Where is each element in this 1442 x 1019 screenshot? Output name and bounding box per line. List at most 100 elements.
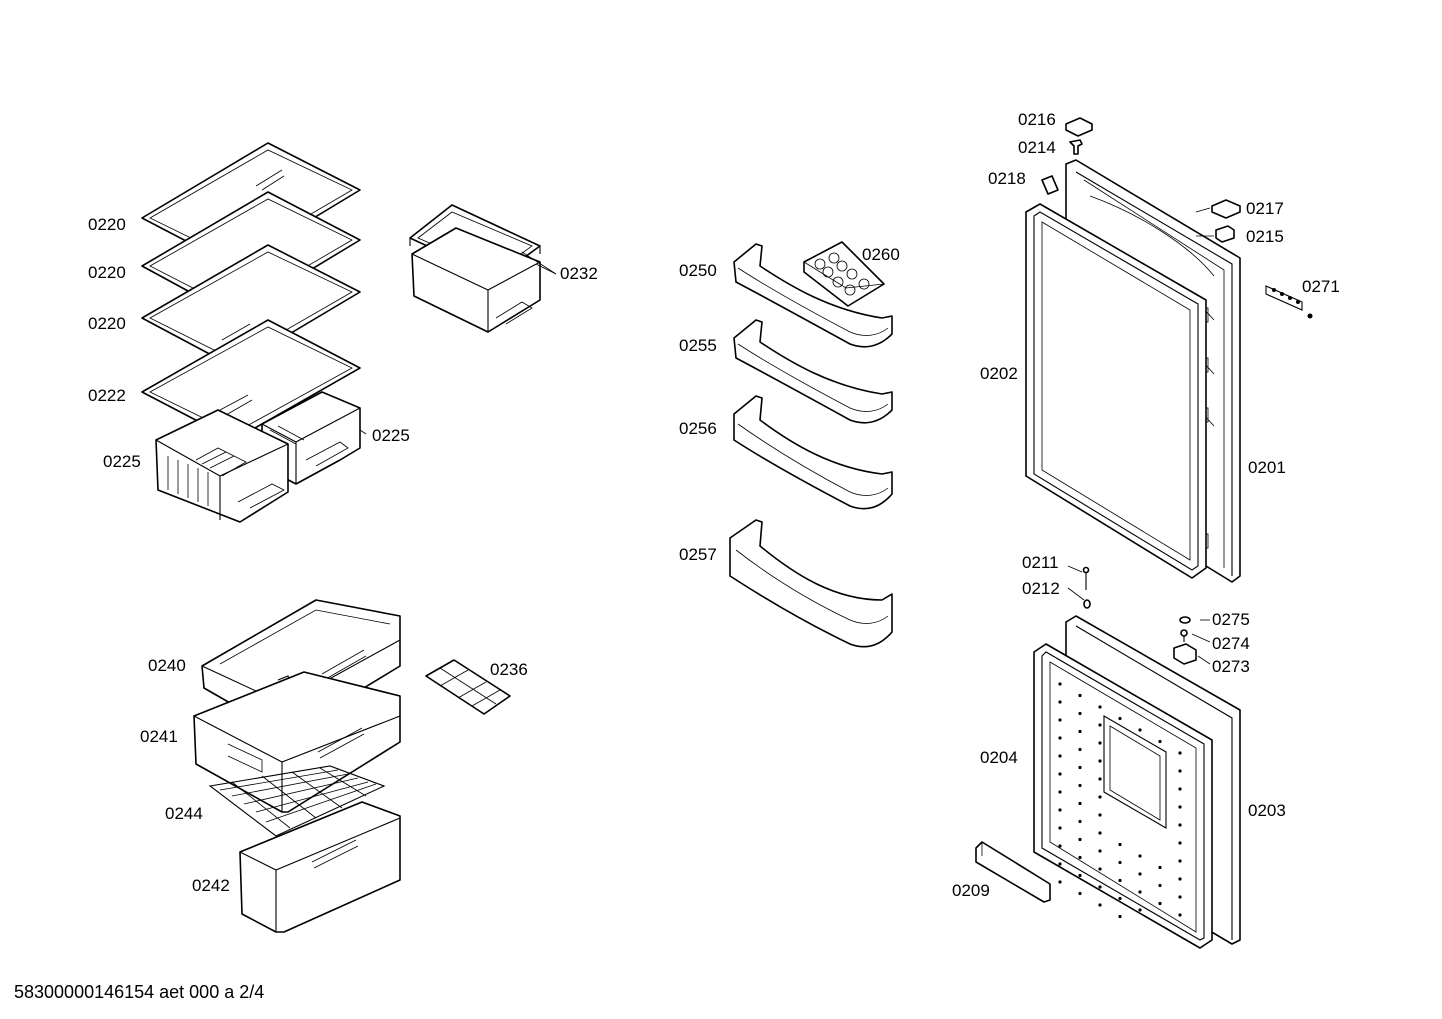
liner-dot — [1158, 883, 1162, 888]
part-label-0203: 0203 — [1248, 801, 1286, 820]
liner-dot — [1078, 891, 1082, 896]
door-rack-0255 — [733, 319, 893, 424]
part-label-0244: 0244 — [165, 804, 203, 823]
liner-dot — [1058, 700, 1062, 704]
liner-dot — [1178, 877, 1182, 881]
liner-dot — [1058, 826, 1062, 830]
liner-dot — [1118, 914, 1122, 919]
freezer-drawer-0241 — [193, 671, 401, 813]
liner-dot — [1098, 867, 1102, 871]
liner-dot — [1138, 908, 1142, 912]
storage-box-0232 — [409, 204, 541, 333]
liner-dot — [1078, 819, 1082, 824]
liner-dot — [1078, 693, 1082, 698]
wire-shelf-0244 — [208, 765, 386, 837]
liner-dot — [1178, 787, 1182, 791]
liner-dot — [1058, 754, 1062, 758]
liner-dot — [1098, 777, 1102, 781]
badge-0271 — [1265, 285, 1313, 319]
liner-dot — [1138, 890, 1142, 894]
liner-dot — [1078, 747, 1082, 752]
liner-dot — [1178, 751, 1182, 755]
freezer-gasket-0204 — [1033, 643, 1213, 949]
liner-dot — [1058, 790, 1062, 794]
liner-dot — [1178, 841, 1182, 845]
part-label-0218: 0218 — [988, 169, 1026, 188]
liner-dot — [1118, 896, 1122, 901]
part-label-0274: 0274 — [1212, 634, 1250, 653]
liner-dot — [1098, 723, 1102, 727]
hinge-cover-0216 — [1065, 117, 1093, 137]
liner-dot — [1098, 795, 1102, 799]
liner-dot — [1178, 805, 1182, 809]
liner-dot — [1118, 878, 1122, 883]
liner-dot — [1178, 823, 1182, 827]
plinth-0209 — [975, 841, 1051, 903]
document-footer-id: 58300000146154 aet 000 a 2/4 — [14, 982, 265, 1002]
washer-0275 — [1179, 616, 1191, 624]
part-label-0204: 0204 — [980, 748, 1018, 767]
hinge-cover-0217 — [1211, 199, 1241, 219]
liner-dot — [1058, 718, 1062, 722]
cover-0218 — [1041, 175, 1059, 195]
part-label-0220b: 0220 — [88, 263, 126, 282]
liner-dot — [1098, 705, 1102, 709]
part-label-0271: 0271 — [1302, 277, 1340, 296]
liner-dot — [1158, 901, 1162, 906]
part-label-0222: 0222 — [88, 386, 126, 405]
liner-dot — [1078, 765, 1082, 770]
liner-dot — [1178, 859, 1182, 863]
liner-dot — [1138, 872, 1142, 876]
part-label-0211: 0211 — [1022, 553, 1059, 572]
screw-0274 — [1180, 629, 1188, 642]
liner-dot — [1098, 885, 1102, 889]
liner-dot — [1138, 854, 1142, 858]
bush-0212 — [1083, 599, 1091, 609]
hinge-0273 — [1173, 643, 1197, 665]
liner-dot — [1098, 813, 1102, 817]
part-label-0241: 0241 — [140, 727, 178, 746]
part-label-0236: 0236 — [490, 660, 528, 679]
part-label-0225b: 0225 — [372, 426, 410, 445]
part-label-0214: 0214 — [1018, 138, 1056, 157]
egg-tray-0260 — [803, 241, 885, 307]
part-label-0255: 0255 — [679, 336, 717, 355]
part-label-0202: 0202 — [980, 364, 1018, 383]
part-label-0232: 0232 — [560, 264, 598, 283]
part-label-0275: 0275 — [1212, 610, 1250, 629]
door-rack-0250 — [733, 243, 893, 348]
liner-dot — [1098, 831, 1102, 835]
evaporator-dot-pattern — [1058, 682, 1182, 919]
part-label-0212: 0212 — [1022, 579, 1060, 598]
hinge-pin-0214 — [1069, 139, 1083, 155]
liner-dot — [1058, 844, 1062, 848]
part-label-0240: 0240 — [148, 656, 186, 675]
liner-dot — [1098, 741, 1102, 745]
freezer-drawer-0242 — [239, 801, 401, 933]
liner-dot — [1058, 682, 1062, 686]
part-label-0225a: 0225 — [103, 452, 141, 471]
ice-tray-0236 — [425, 659, 511, 715]
part-label-0201: 0201 — [1248, 458, 1286, 477]
liner-dot — [1138, 728, 1142, 732]
part-label-0220c: 0220 — [88, 314, 126, 333]
part-label-0209: 0209 — [952, 881, 990, 900]
liner-dot — [1078, 855, 1082, 860]
liner-dot — [1078, 801, 1082, 806]
liner-dot — [1078, 711, 1082, 716]
part-label-0273: 0273 — [1212, 657, 1250, 676]
part-label-0250: 0250 — [679, 261, 717, 280]
part-label-0256: 0256 — [679, 419, 717, 438]
crisper-left — [155, 409, 289, 523]
liner-dot — [1118, 860, 1122, 865]
liner-dot — [1098, 903, 1102, 907]
part-label-0215: 0215 — [1246, 227, 1284, 246]
screw-0211 — [1082, 566, 1090, 590]
liner-dot — [1058, 880, 1062, 884]
liner-dot — [1158, 865, 1162, 870]
liner-dot — [1058, 862, 1062, 866]
liner-dot — [1158, 739, 1162, 744]
part-label-0260: 0260 — [862, 245, 900, 264]
